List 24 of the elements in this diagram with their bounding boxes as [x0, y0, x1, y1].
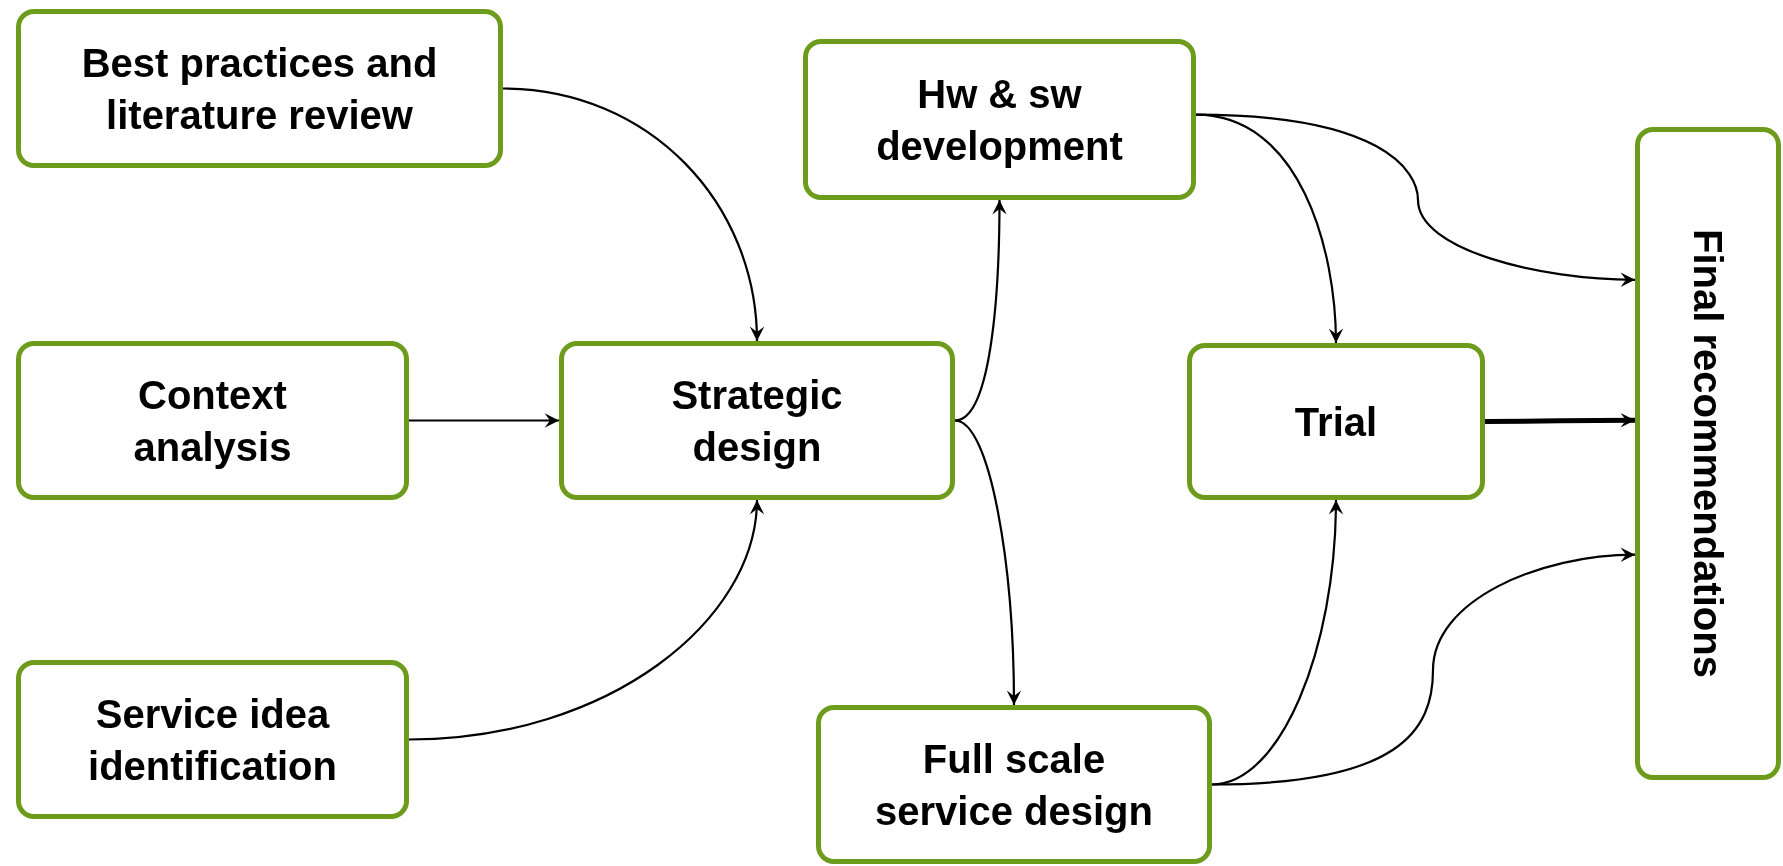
node-label: Context analysis [132, 371, 293, 471]
arrow [1195, 113, 1636, 287]
process-box [1635, 127, 1781, 780]
process-box [559, 341, 955, 500]
process-box [803, 39, 1196, 200]
arrow [954, 200, 1007, 422]
node-label: Final recommendations [1685, 229, 1731, 678]
arrow [954, 419, 1021, 705]
process-box [816, 705, 1212, 864]
arrow [408, 499, 763, 741]
arrow [502, 87, 764, 342]
node-label: Strategic design [670, 371, 844, 471]
process-box [16, 341, 409, 500]
node-label: Best practices and literature review [80, 39, 439, 139]
node-label: Hw & sw development [875, 70, 1124, 170]
node-label: Trial [1294, 398, 1378, 446]
process-box [16, 9, 503, 168]
node-label: Service idea identification [87, 690, 338, 790]
arrow [1485, 413, 1635, 428]
arrow [409, 413, 559, 428]
node-label: Full scale service design [874, 735, 1154, 835]
process-box [1187, 343, 1485, 500]
arrow [1211, 548, 1636, 786]
process-box [16, 660, 409, 819]
